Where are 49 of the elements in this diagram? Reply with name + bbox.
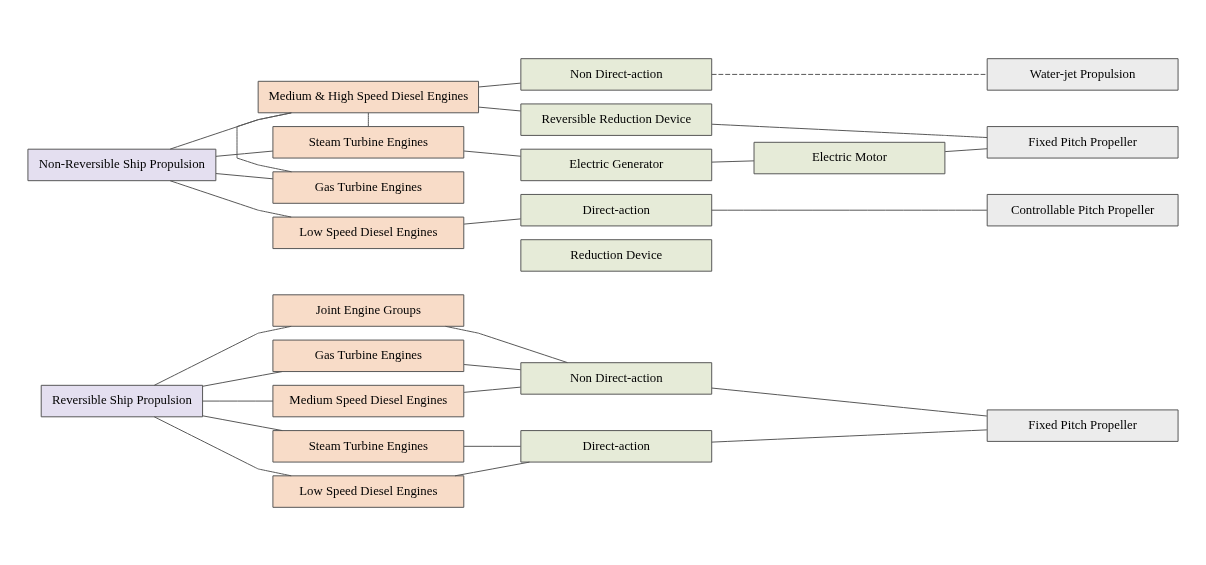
node-box: Non-Reversible Ship Propulsion (27, 148, 217, 181)
connector (478, 82, 522, 87)
node-box: Reduction Device (520, 238, 713, 272)
node-box: Steam Turbine Engines (272, 429, 465, 463)
node-box: Direct-action (520, 429, 713, 463)
node-box: Electric Generator (520, 148, 713, 181)
connector (711, 123, 988, 138)
connector (215, 172, 274, 179)
node-box: Fixed Pitch Propeller (986, 408, 1179, 442)
node-box: Low Speed Diesel Engines (272, 216, 465, 249)
connector (153, 325, 292, 386)
connector (153, 415, 292, 476)
connector (215, 150, 274, 157)
connector (169, 179, 292, 218)
connector (463, 150, 522, 157)
node-box: Gas Turbine Engines (272, 170, 465, 204)
node-box: Joint Engine Groups (272, 293, 465, 327)
connector (202, 400, 274, 402)
node-box: Steam Turbine Engines (272, 125, 465, 159)
node-box: Medium & High Speed Diesel Engines (257, 80, 480, 113)
connector (202, 414, 283, 431)
node-box: Water-jet Propulsion (986, 57, 1179, 91)
connector (463, 386, 522, 393)
connector (711, 428, 988, 443)
connector (463, 363, 522, 370)
connector (463, 445, 522, 447)
connector (463, 217, 522, 225)
node-box: Low Speed Diesel Engines (272, 474, 465, 508)
node-box: Fixed Pitch Propeller (986, 125, 1179, 159)
connector (711, 387, 988, 416)
node-box: Controllable Pitch Propeller (986, 193, 1179, 226)
connector (202, 370, 283, 387)
connector (711, 159, 755, 163)
connector (478, 106, 522, 111)
node-box: Medium Speed Diesel Engines (272, 384, 465, 417)
node-box: Non Direct-action (520, 361, 713, 395)
connector (445, 325, 568, 363)
node-box: Gas Turbine Engines (272, 339, 465, 372)
connector (944, 147, 988, 152)
node-box: Electric Motor (753, 141, 946, 174)
connector (236, 111, 292, 172)
node-box: Direct-action (520, 193, 713, 226)
node-box: Reversible Ship Propulsion (40, 384, 204, 417)
connector (711, 73, 988, 75)
connector (454, 461, 530, 476)
connector (367, 111, 369, 127)
connector (711, 209, 988, 211)
node-box: Reversible Reduction Device (520, 102, 713, 136)
node-box: Non Direct-action (520, 57, 713, 91)
